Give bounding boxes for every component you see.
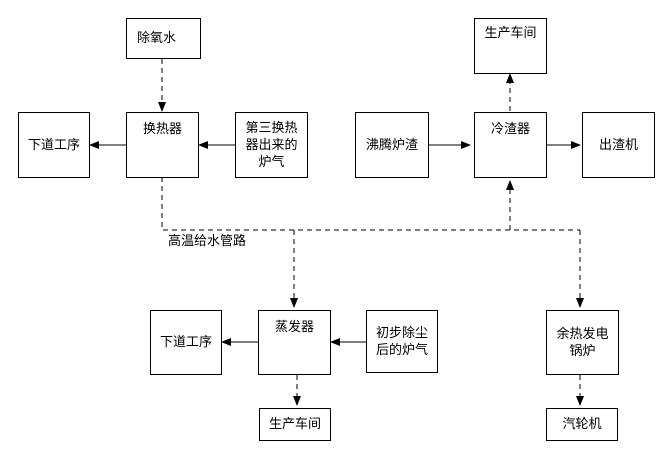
node-production-workshop-top: 生产车间 xyxy=(474,18,547,74)
node-production-workshop-bottom: 生产车间 xyxy=(259,408,331,441)
node-steam-turbine: 汽轮机 xyxy=(546,408,618,441)
node-downstream-process-bottom: 下道工序 xyxy=(150,310,222,375)
node-dedusted-furnace-gas: 初步除尘后的炉气 xyxy=(366,310,438,373)
node-slag-output-machine: 出渣机 xyxy=(582,112,655,178)
node-heat-exchanger: 换热器 xyxy=(126,112,199,178)
node-evaporator: 蒸发器 xyxy=(258,310,331,375)
high-temp-pipeline-line xyxy=(161,177,580,231)
node-boiling-furnace-slag: 沸腾炉渣 xyxy=(355,112,429,178)
node-waste-heat-power-boiler: 余热发电锅炉 xyxy=(546,310,619,375)
node-slag-cooler: 冷渣器 xyxy=(474,112,547,178)
node-third-exchanger-gas: 第三换热器出来的炉气 xyxy=(235,112,308,178)
label-high-temp-water-pipeline: 高温给水管路 xyxy=(168,234,247,249)
node-downstream-process-top: 下道工序 xyxy=(18,112,90,178)
node-deoxygenated-water: 除氧水 xyxy=(126,18,201,59)
